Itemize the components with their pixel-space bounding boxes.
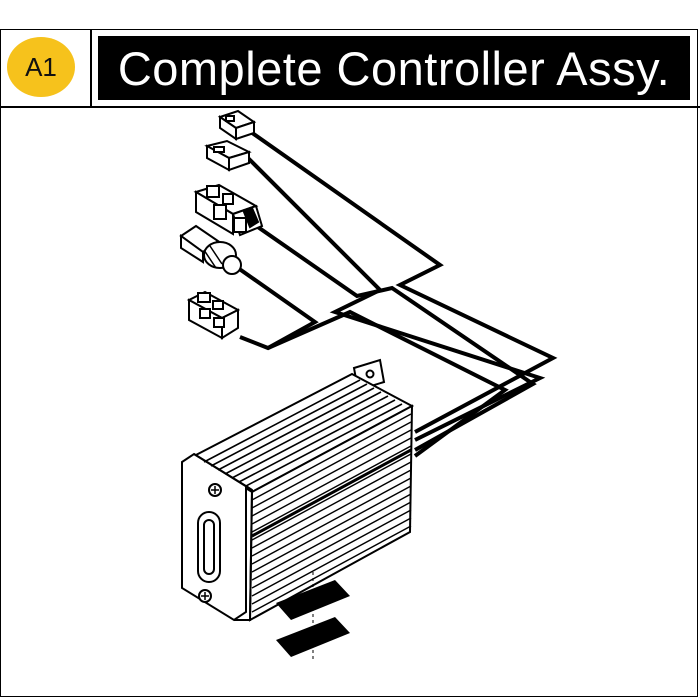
header-divider bbox=[0, 106, 700, 108]
cable-4 bbox=[236, 266, 319, 351]
mounting-strips bbox=[276, 580, 350, 657]
cable-harness bbox=[236, 128, 558, 458]
part-number-badge: A1 bbox=[7, 37, 75, 97]
side-band bbox=[251, 448, 412, 538]
page-title: Complete Controller Assy. bbox=[117, 41, 671, 95]
cable-3 bbox=[253, 223, 537, 452]
controller-housing bbox=[181, 358, 415, 622]
cable-2 bbox=[243, 153, 546, 442]
connector-plug-1 bbox=[217, 109, 257, 141]
part-number-label: A1 bbox=[25, 51, 57, 82]
connector-round-4 bbox=[179, 224, 242, 275]
side-ribbing bbox=[251, 413, 412, 613]
connector-block-3 bbox=[193, 183, 264, 237]
badge-cell bbox=[0, 29, 92, 107]
connector-plug-5 bbox=[186, 290, 241, 340]
title-banner: Complete Controller Assy. bbox=[98, 36, 690, 100]
diagram-frame bbox=[0, 29, 698, 697]
mounting-strip-upper bbox=[276, 580, 350, 620]
cable-1 bbox=[246, 128, 558, 434]
mounting-strip-lower bbox=[276, 617, 350, 657]
cable-5 bbox=[267, 309, 509, 458]
heatsink-fins bbox=[203, 379, 403, 487]
connector-plug-2 bbox=[204, 139, 252, 172]
